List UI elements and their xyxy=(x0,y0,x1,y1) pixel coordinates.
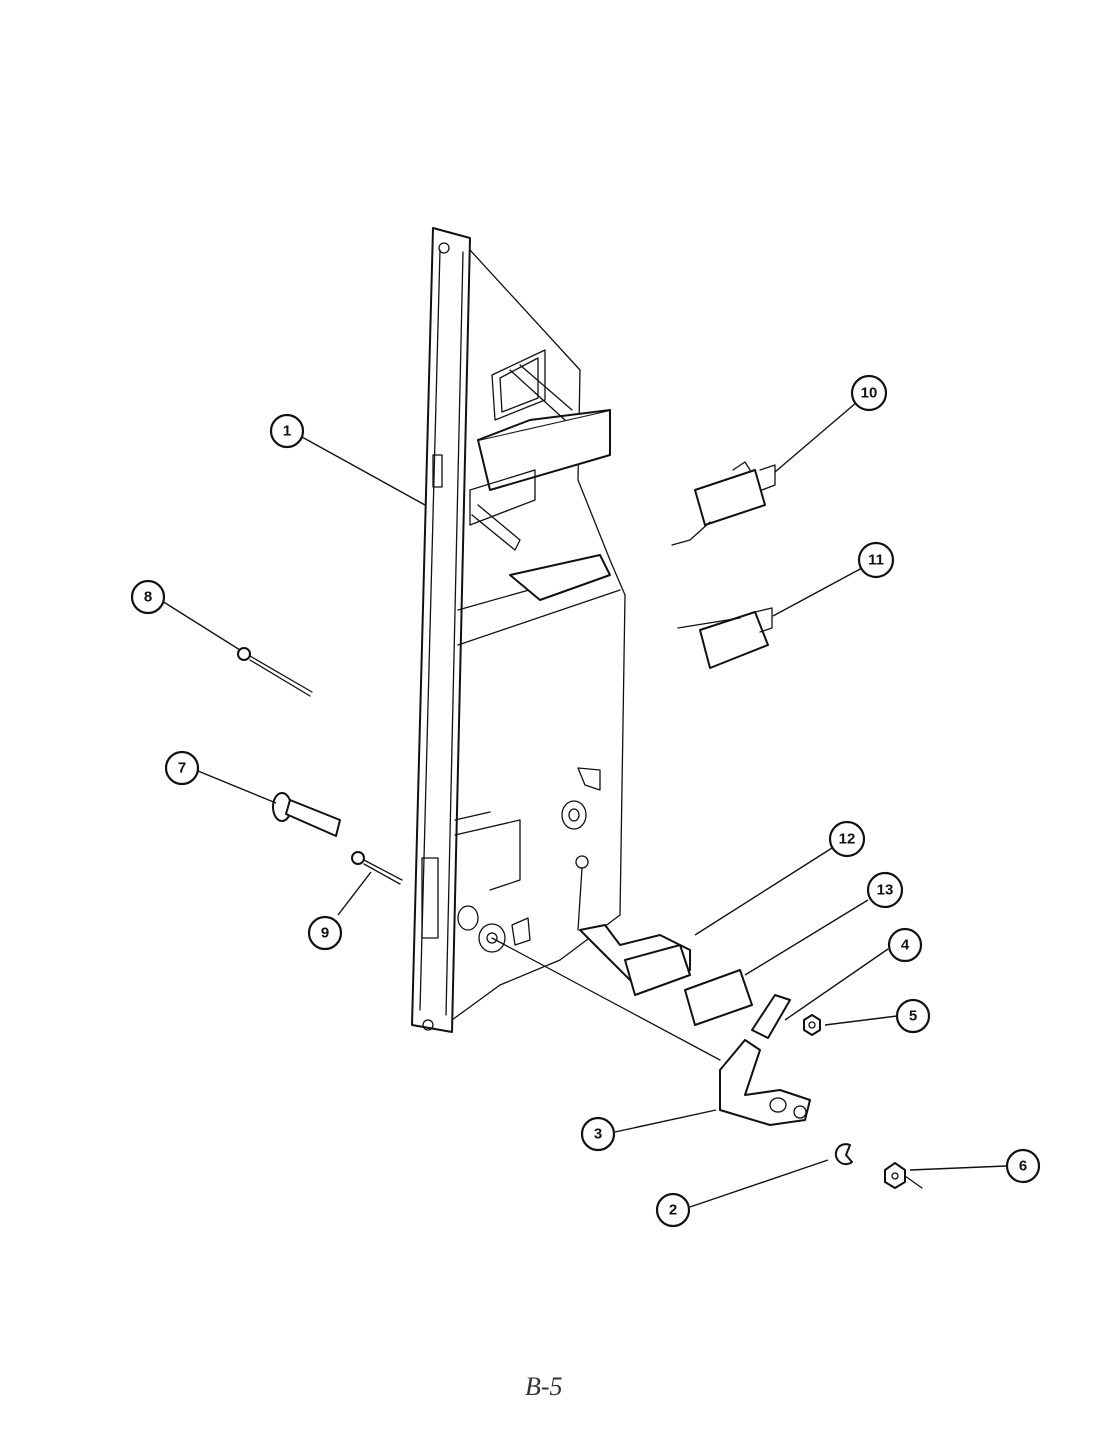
callout-10: 10 xyxy=(850,374,888,412)
micro-switch-10-part xyxy=(671,461,776,546)
callout-3-label: 3 xyxy=(594,1126,602,1143)
leader-4 xyxy=(784,948,889,1021)
callout-10-label: 10 xyxy=(861,385,878,402)
leader-6 xyxy=(909,1165,1007,1171)
callout-12: 12 xyxy=(828,820,866,858)
page-label: B-5 xyxy=(525,1372,563,1401)
callout-3: 3 xyxy=(580,1116,616,1152)
leader-13 xyxy=(744,899,869,976)
callout-9: 9 xyxy=(307,915,343,951)
lever-3-part xyxy=(719,1039,811,1126)
e-clip-2-part xyxy=(834,1143,853,1166)
leader-11 xyxy=(772,567,863,617)
callout-4: 4 xyxy=(887,927,923,963)
leader-9 xyxy=(337,871,372,916)
callout-11-label: 11 xyxy=(868,552,884,569)
callout-12-label: 12 xyxy=(839,831,856,848)
leader-1 xyxy=(301,436,426,506)
callout-7-label: 7 xyxy=(178,760,186,777)
leader-2 xyxy=(689,1159,829,1208)
micro-switch-13-part xyxy=(684,969,753,1026)
leader-10 xyxy=(774,401,858,473)
screw-8-part xyxy=(237,647,313,697)
callout-5-label: 5 xyxy=(909,1008,917,1025)
callout-9-label: 9 xyxy=(321,925,329,942)
micro-switch-11-part xyxy=(677,607,773,669)
leader-12 xyxy=(694,847,833,936)
callout-2: 2 xyxy=(655,1192,691,1228)
callout-13-label: 13 xyxy=(877,882,894,899)
micro-switch-12-part xyxy=(579,924,691,996)
callout-6-label: 6 xyxy=(1019,1158,1027,1175)
callout-4-label: 4 xyxy=(901,937,910,954)
leader-7 xyxy=(197,770,277,804)
callout-11: 11 xyxy=(857,541,895,579)
callout-13: 13 xyxy=(866,871,904,909)
callout-8-label: 8 xyxy=(144,589,152,606)
leader-3 xyxy=(614,1109,717,1133)
leader-lines xyxy=(161,401,1007,1208)
callout-8: 8 xyxy=(130,579,166,615)
main-bracket-part xyxy=(411,227,721,1061)
callout-1: 1 xyxy=(269,413,305,449)
nut-6-part xyxy=(884,1162,923,1189)
screw-9-part xyxy=(351,851,403,885)
callout-2-label: 2 xyxy=(669,1202,677,1219)
callout-1-label: 1 xyxy=(283,423,291,440)
callout-7: 7 xyxy=(164,750,200,786)
leader-8 xyxy=(161,600,241,651)
callout-5: 5 xyxy=(895,998,931,1034)
pin-7-part xyxy=(272,792,341,837)
nut-5-part xyxy=(803,1014,821,1036)
switch-plate-4-part xyxy=(751,994,791,1039)
callout-6: 6 xyxy=(1005,1148,1041,1184)
leader-5 xyxy=(824,1015,898,1026)
